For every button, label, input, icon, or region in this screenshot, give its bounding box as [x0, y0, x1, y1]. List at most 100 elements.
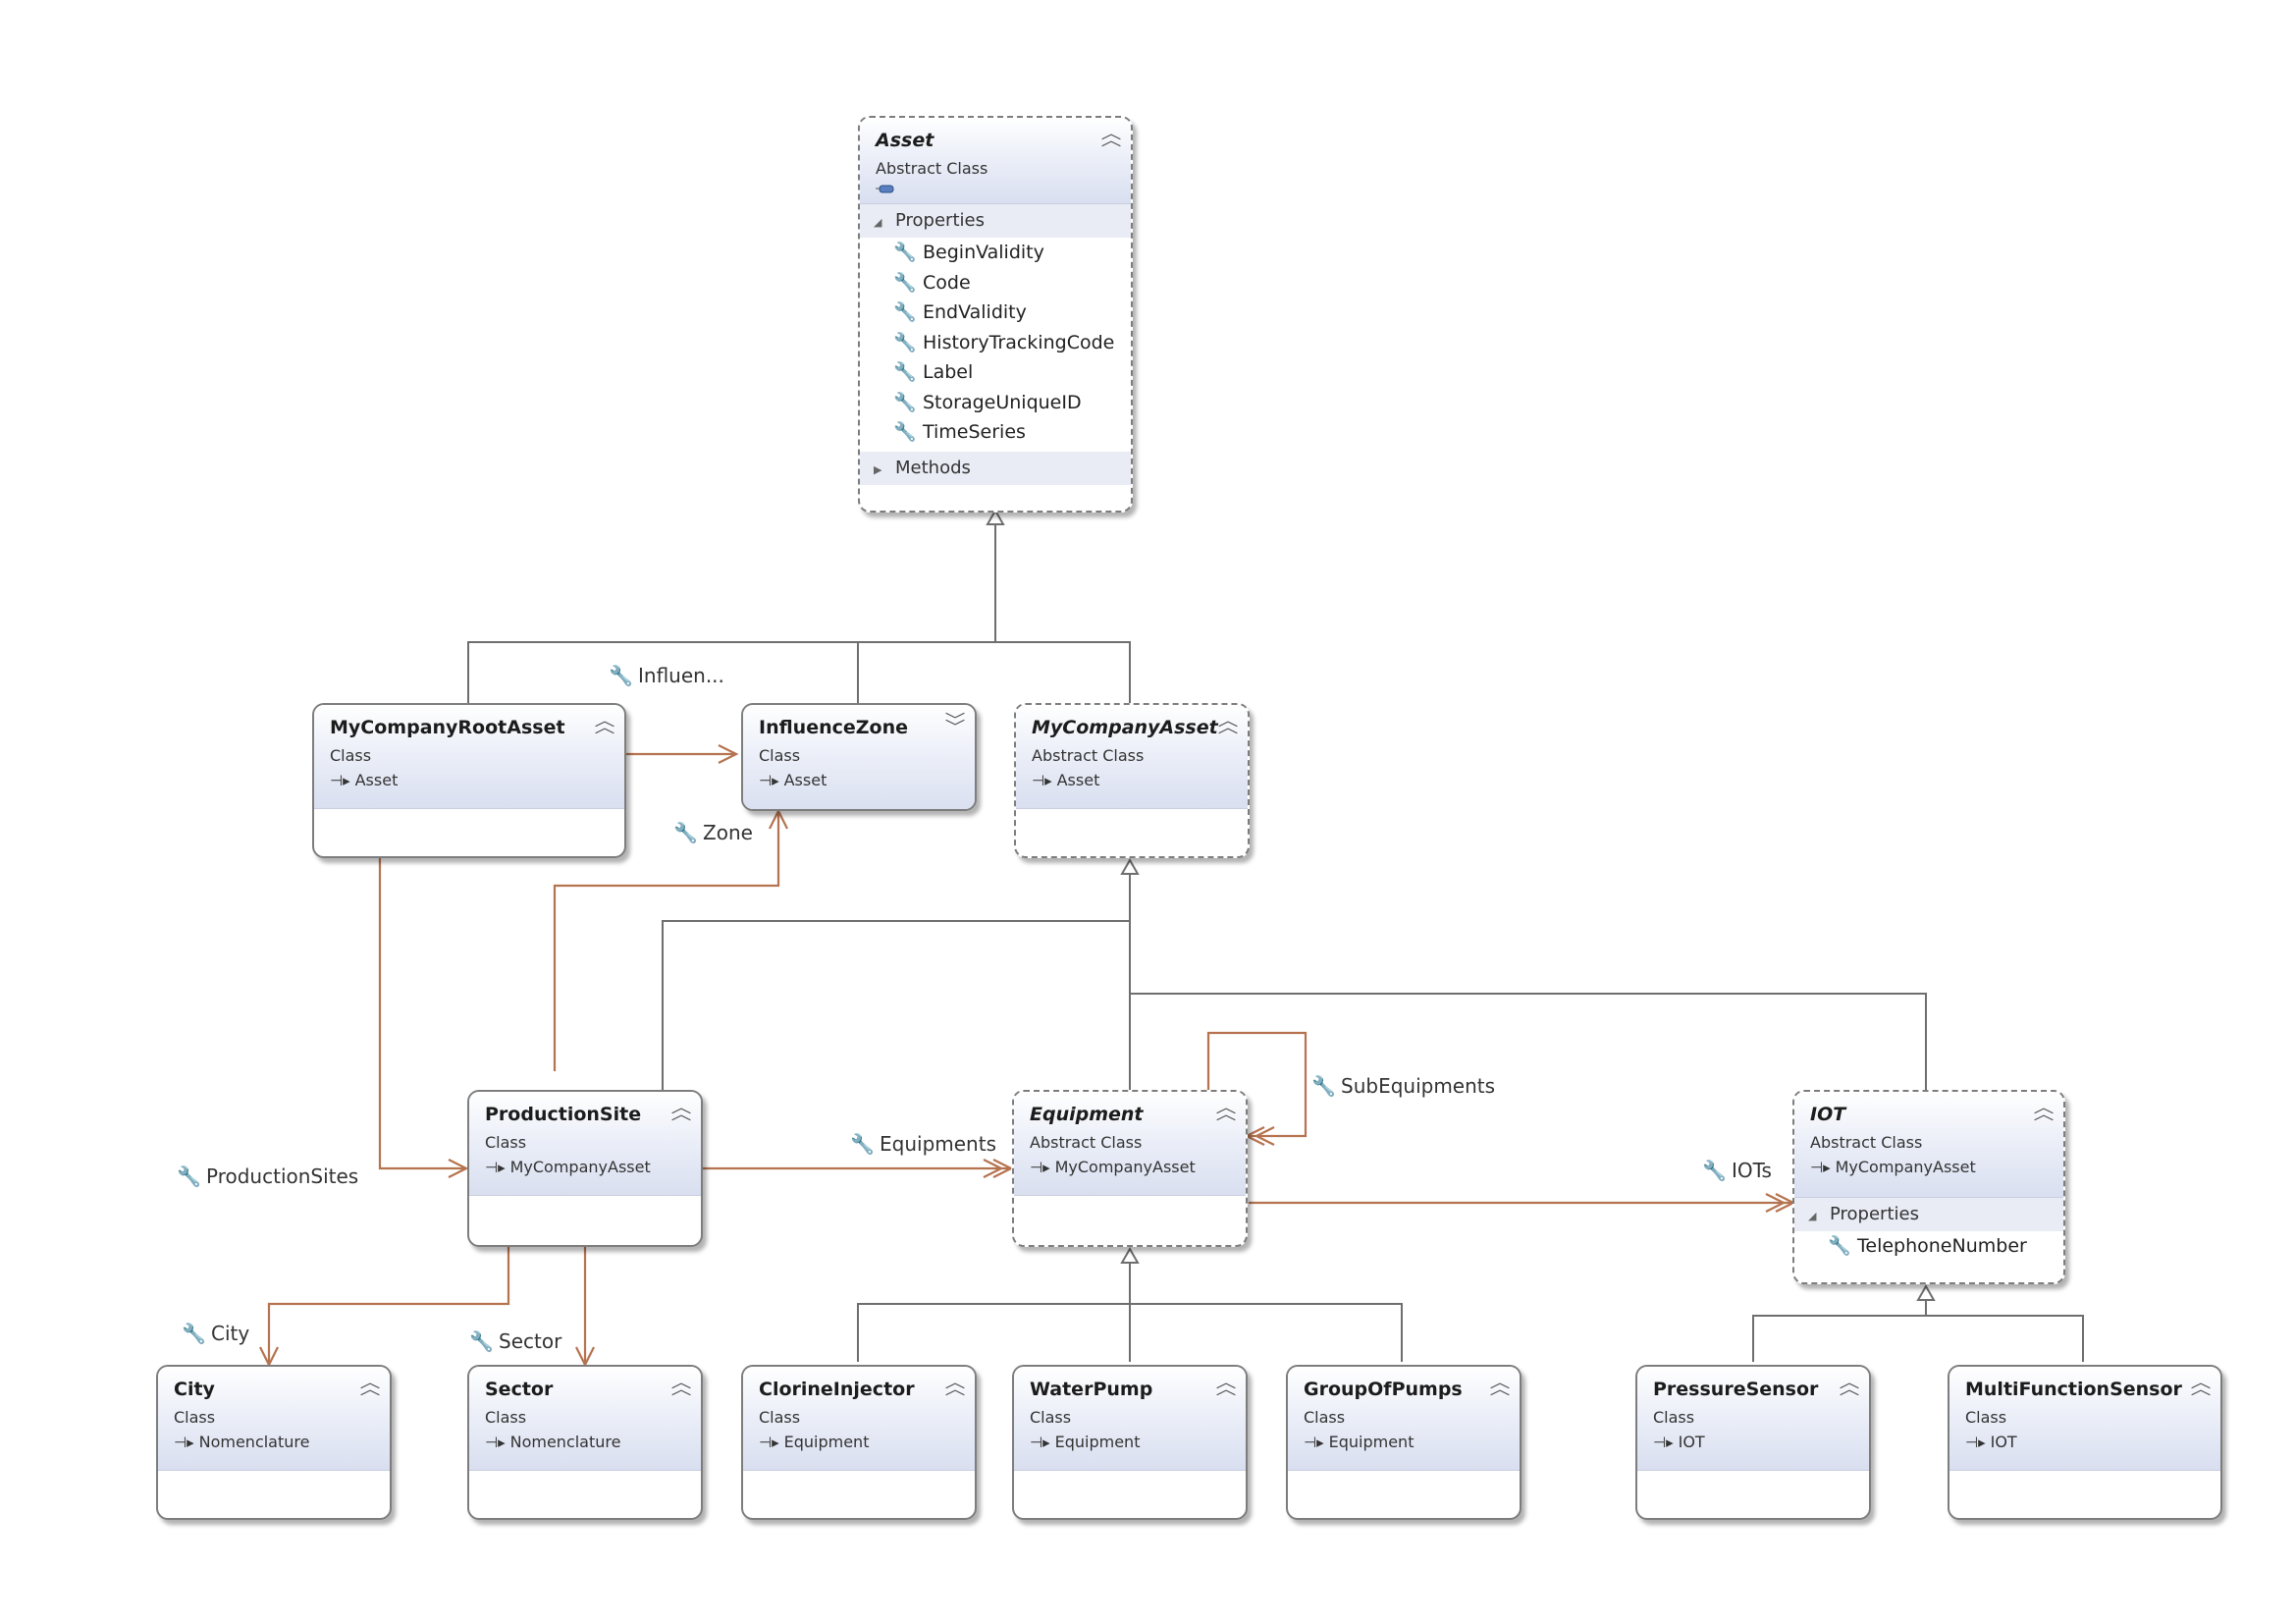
- class-equipment[interactable]: Equipment Abstract Class ⊣▸MyCompanyAsse…: [1012, 1090, 1248, 1247]
- property-item[interactable]: 🔧HistoryTrackingCode: [860, 328, 1131, 358]
- class-sector[interactable]: Sector Class ⊣▸Nomenclature ︿︿: [467, 1365, 703, 1520]
- class-name: Sector: [485, 1379, 554, 1400]
- assoc-label-influen[interactable]: 🔧Influen...: [609, 664, 724, 687]
- class-name: WaterPump: [1030, 1379, 1153, 1400]
- class-kind: Class: [759, 1408, 801, 1427]
- class-city[interactable]: City Class ⊣▸Nomenclature ︿︿: [156, 1365, 392, 1520]
- chevron-up-icon[interactable]: ︿︿: [1489, 1373, 1511, 1398]
- class-base: ⊣▸Nomenclature: [174, 1433, 310, 1451]
- chevron-up-icon[interactable]: ︿︿: [1215, 1098, 1237, 1123]
- class-base: ⊣▸Equipment: [1030, 1433, 1141, 1451]
- class-waterpump[interactable]: WaterPump Class ⊣▸Equipment ︿︿: [1012, 1365, 1248, 1520]
- inherit-arrow-icon: ⊣▸: [174, 1434, 194, 1451]
- wrench-icon: 🔧: [893, 242, 917, 263]
- class-name: Equipment: [1030, 1104, 1144, 1125]
- class-icon: [876, 180, 1115, 198]
- chevron-up-icon[interactable]: ︿︿: [359, 1373, 381, 1398]
- class-multifunctionsensor[interactable]: MultiFunctionSensor Class ⊣▸IOT ︿︿: [1948, 1365, 2222, 1520]
- class-asset[interactable]: Asset Abstract Class ︿︿ ◢Properties 🔧Beg…: [858, 116, 1133, 513]
- wrench-icon: 🔧: [893, 361, 917, 383]
- class-kind: Class: [1653, 1408, 1695, 1427]
- assoc-label-zone[interactable]: 🔧Zone: [673, 821, 753, 844]
- chevron-up-icon[interactable]: ︿︿: [1100, 124, 1122, 149]
- wrench-icon: 🔧: [893, 271, 917, 294]
- inheritance-equipment: [857, 1246, 1403, 1362]
- class-kind: Class: [759, 746, 801, 765]
- class-base: ⊣▸Asset: [1032, 771, 1100, 789]
- chevron-up-icon[interactable]: ︿︿: [670, 1098, 692, 1123]
- class-kind: Abstract Class: [1810, 1133, 1923, 1152]
- assoc-label-iots[interactable]: 🔧IOTs: [1702, 1159, 1772, 1182]
- class-kind: Class: [174, 1408, 216, 1427]
- associations: [259, 744, 1796, 1368]
- chevron-up-icon[interactable]: ︿︿: [2190, 1373, 2212, 1398]
- inheritance-iot: [1752, 1283, 2084, 1362]
- class-name: MyCompanyAsset: [1032, 717, 1218, 738]
- class-influencezone[interactable]: InfluenceZone Class ⊣▸Asset ﹀﹀: [741, 703, 977, 811]
- wrench-icon: 🔧: [1702, 1159, 1727, 1182]
- inherit-arrow-icon: ⊣▸: [485, 1434, 506, 1451]
- assoc-label-city[interactable]: 🔧City: [182, 1322, 250, 1345]
- property-item[interactable]: 🔧TelephoneNumber: [1794, 1231, 2063, 1262]
- wrench-icon: 🔧: [1828, 1235, 1851, 1257]
- inherit-arrow-icon: ⊣▸: [1304, 1434, 1324, 1451]
- inherit-arrow-icon: ⊣▸: [1653, 1434, 1674, 1451]
- wrench-icon: 🔧: [893, 331, 917, 353]
- class-base: ⊣▸Asset: [330, 771, 399, 789]
- chevron-up-icon[interactable]: ︿︿: [1839, 1373, 1860, 1398]
- assoc-label-equipments[interactable]: 🔧Equipments: [850, 1132, 996, 1156]
- property-item[interactable]: 🔧Label: [860, 357, 1131, 388]
- inherit-arrow-icon: ⊣▸: [759, 772, 779, 789]
- triangle-right-icon: ▶: [874, 462, 882, 476]
- wrench-icon: 🔧: [469, 1329, 494, 1353]
- property-item[interactable]: 🔧TimeSeries: [860, 417, 1131, 448]
- class-kind: Class: [485, 1408, 527, 1427]
- wrench-icon: 🔧: [182, 1322, 206, 1345]
- class-base: ⊣▸Nomenclature: [485, 1433, 621, 1451]
- wrench-icon: 🔧: [850, 1132, 875, 1156]
- property-item[interactable]: 🔧StorageUniqueID: [860, 388, 1131, 418]
- inherit-arrow-icon: ⊣▸: [330, 772, 350, 789]
- inheritance-mycompanyasset: [662, 857, 1927, 1090]
- class-mycompanyasset[interactable]: MyCompanyAsset Abstract Class ⊣▸Asset ︿︿: [1014, 703, 1250, 858]
- wrench-icon: 🔧: [893, 391, 917, 413]
- chevron-up-icon[interactable]: ︿︿: [1215, 1373, 1237, 1398]
- chevron-down-icon[interactable]: ﹀﹀: [944, 711, 966, 736]
- wrench-icon: 🔧: [893, 421, 917, 443]
- class-iot[interactable]: IOT Abstract Class ⊣▸MyCompanyAsset ︿︿ ◢…: [1792, 1090, 2065, 1284]
- property-item[interactable]: 🔧Code: [860, 268, 1131, 298]
- class-mycompanyrootasset[interactable]: MyCompanyRootAsset Class ⊣▸Asset ︿︿: [312, 703, 626, 858]
- wrench-icon: 🔧: [177, 1164, 201, 1188]
- chevron-up-icon[interactable]: ︿︿: [944, 1373, 966, 1398]
- class-base: ⊣▸IOT: [1965, 1433, 2017, 1451]
- chevron-up-icon[interactable]: ︿︿: [594, 711, 615, 736]
- class-groupofpumps[interactable]: GroupOfPumps Class ⊣▸Equipment ︿︿: [1286, 1365, 1522, 1520]
- class-kind: Class: [1304, 1408, 1346, 1427]
- property-item[interactable]: 🔧BeginValidity: [860, 238, 1131, 268]
- chevron-up-icon[interactable]: ︿︿: [2033, 1098, 2055, 1123]
- chevron-up-icon[interactable]: ︿︿: [670, 1373, 692, 1398]
- class-base: ⊣▸Equipment: [1304, 1433, 1415, 1451]
- class-clorineinjector[interactable]: ClorineInjector Class ⊣▸Equipment ︿︿: [741, 1365, 977, 1520]
- property-item[interactable]: 🔧EndValidity: [860, 298, 1131, 328]
- assoc-label-sector[interactable]: 🔧Sector: [469, 1329, 562, 1353]
- properties-section[interactable]: ◢Properties: [860, 204, 1131, 238]
- class-base: ⊣▸Asset: [759, 771, 828, 789]
- assoc-label-productionsites[interactable]: 🔧ProductionSites: [177, 1164, 359, 1188]
- class-base: ⊣▸MyCompanyAsset: [1810, 1158, 1976, 1176]
- class-pressuresensor[interactable]: PressureSensor Class ⊣▸IOT ︿︿: [1635, 1365, 1871, 1520]
- properties-section[interactable]: ◢Properties: [1794, 1198, 2063, 1231]
- class-kind: Class: [1030, 1408, 1072, 1427]
- assoc-label-subequipments[interactable]: 🔧SubEquipments: [1311, 1074, 1496, 1098]
- triangle-down-icon: ◢: [874, 216, 882, 229]
- class-name: ClorineInjector: [759, 1379, 915, 1400]
- wrench-icon: 🔧: [1311, 1074, 1336, 1098]
- inherit-arrow-icon: ⊣▸: [1032, 772, 1052, 789]
- class-kind: Class: [1965, 1408, 2007, 1427]
- class-name: ProductionSite: [485, 1104, 642, 1125]
- methods-section[interactable]: ▶Methods: [860, 451, 1131, 485]
- class-productionsite[interactable]: ProductionSite Class ⊣▸MyCompanyAsset ︿︿: [467, 1090, 703, 1247]
- chevron-up-icon[interactable]: ︿︿: [1217, 711, 1239, 736]
- wrench-icon: 🔧: [893, 301, 917, 323]
